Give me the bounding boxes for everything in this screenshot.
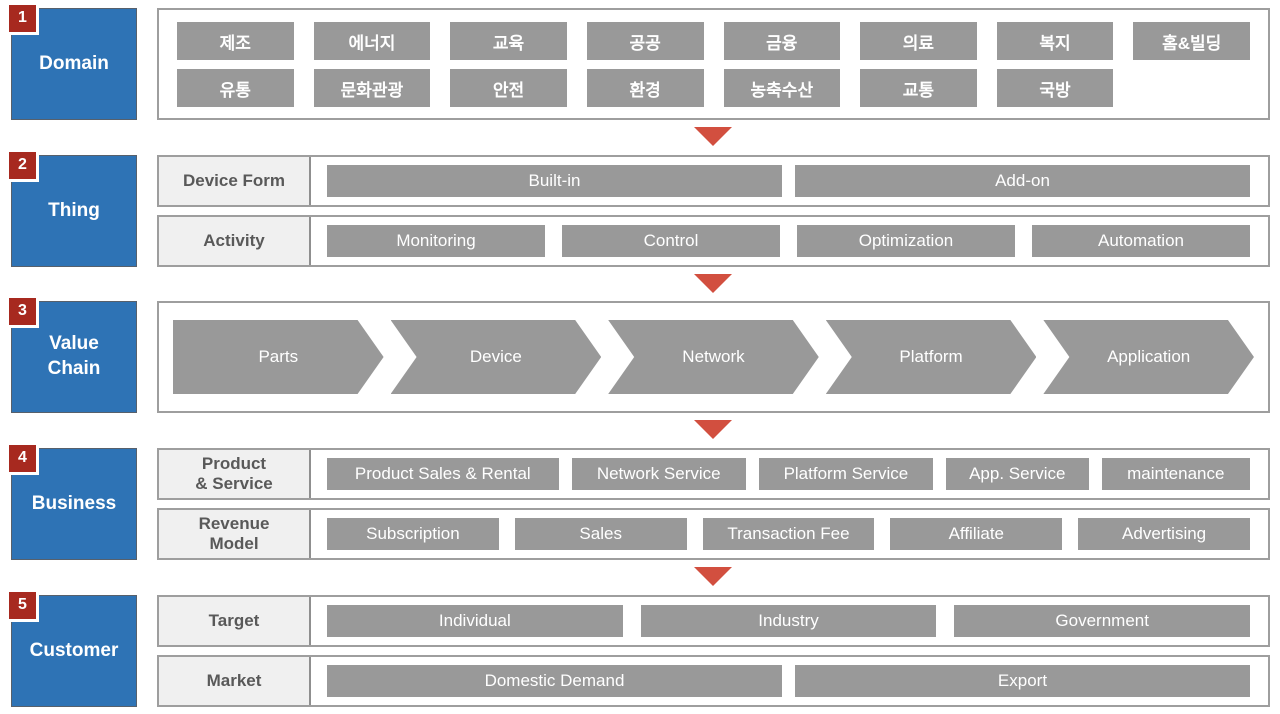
chevron-step: Application [1043,320,1254,394]
revenue-model-label: Revenue Model [159,510,311,558]
business-item: Platform Service [758,458,934,490]
revenue-model-panel: Revenue Model Subscription Sales Transac… [157,508,1270,560]
thing-item: Monitoring [327,225,545,257]
product-service-panel: Product & Service Product Sales & Rental… [157,448,1270,500]
value-chain-side-label: 3 Value Chain [9,298,137,413]
thing-item: Automation [1032,225,1250,257]
section-number-badge: 4 [9,445,39,475]
section-thing: 2 Thing Device Form Built-in Add-on Acti… [0,152,1280,267]
product-service-items: Product Sales & Rental Network Service P… [311,450,1268,498]
business-item: Affiliate [890,518,1063,550]
thing-side-label: 2 Thing [9,152,137,267]
domain-item: 제조 [177,22,294,60]
business-item: Product Sales & Rental [327,458,559,490]
business-item: Subscription [327,518,499,550]
thing-item: Control [562,225,780,257]
domain-item: 금융 [723,22,841,60]
section-number-badge: 2 [9,152,39,182]
badge-number: 5 [18,596,27,614]
down-arrow-icon [694,420,732,439]
section-number-badge: 1 [9,5,39,35]
section-number-badge: 3 [9,298,39,328]
chevron-step: Parts [173,320,384,394]
thing-item: Add-on [795,165,1250,197]
domain-grid: 제조 에너지 교육 공공 금융 의료 복지 홈&빌딩 유통 문화관광 안전 환경… [159,10,1268,118]
badge-number: 2 [18,156,27,174]
domain-item: 환경 [586,69,704,107]
activity-items: Monitoring Control Optimization Automati… [311,217,1268,265]
target-label: Target [159,597,311,645]
domain-item: 복지 [996,22,1114,60]
side-title: Customer [29,639,119,661]
side-title: Chain [47,358,101,379]
domain-side-label: 1 Domain [9,5,137,120]
section-domain: 1 Domain 제조 에너지 교육 공공 금융 의료 복지 홈&빌딩 유통 문… [0,5,1280,120]
section-value-chain: 3 Value Chain Parts Device Network Platf… [0,298,1280,413]
domain-item: 에너지 [313,22,431,60]
chevron-step: Device [391,320,602,394]
down-arrow-icon [694,567,732,586]
value-chain-panel: Parts Device Network Platform Applicatio… [157,301,1270,413]
customer-item: Government [954,605,1251,637]
product-service-label: Product & Service [159,450,311,498]
customer-item: Individual [327,605,623,637]
side-title: Business [31,492,117,514]
customer-item: Export [795,665,1250,697]
section-number-badge: 5 [9,592,39,622]
business-side-label: 4 Business [9,445,137,560]
domain-item: 교통 [860,69,977,107]
device-form-panel: Device Form Built-in Add-on [157,155,1270,207]
domain-panel: 제조 에너지 교육 공공 금융 의료 복지 홈&빌딩 유통 문화관광 안전 환경… [157,8,1270,120]
target-panel: Target Individual Industry Government [157,595,1270,647]
business-item: maintenance [1101,458,1251,490]
activity-label: Activity [159,217,311,265]
device-form-label: Device Form [159,157,311,205]
business-item: Transaction Fee [702,518,875,550]
domain-item: 유통 [177,69,294,107]
side-title: Thing [48,199,100,221]
domain-item: 문화관광 [313,69,431,107]
down-arrow-icon [694,274,732,293]
badge-number: 1 [18,9,27,27]
target-items: Individual Industry Government [311,597,1268,645]
device-form-items: Built-in Add-on [311,157,1268,205]
business-item: Advertising [1078,518,1250,550]
down-arrow-icon [694,127,732,146]
business-item: App. Service [946,458,1089,490]
section-business: 4 Business Product & Service Product Sal… [0,445,1280,560]
domain-item: 홈&빌딩 [1133,22,1250,60]
domain-item: 공공 [586,22,704,60]
revenue-model-items: Subscription Sales Transaction Fee Affil… [311,510,1268,558]
thing-item: Built-in [327,165,782,197]
business-item: Sales [514,518,687,550]
business-item: Network Service [571,458,746,490]
value-chain-arrows: Parts Device Network Platform Applicatio… [159,303,1268,411]
domain-item: 교육 [450,22,567,60]
section-customer: 5 Customer Target Individual Industry Go… [0,592,1280,707]
domain-item: 농축수산 [723,69,841,107]
domain-item: 안전 [450,69,567,107]
market-panel: Market Domestic Demand Export [157,655,1270,707]
customer-item: Industry [640,605,937,637]
chevron-step: Network [608,320,819,394]
customer-item: Domestic Demand [327,665,782,697]
side-title: Value [49,333,99,355]
chevron-step: Platform [826,320,1037,394]
domain-item: 의료 [860,22,977,60]
market-items: Domestic Demand Export [311,657,1268,705]
activity-panel: Activity Monitoring Control Optimization… [157,215,1270,267]
badge-number: 3 [18,302,27,320]
badge-number: 4 [18,449,27,467]
side-title: Domain [39,52,109,74]
thing-item: Optimization [797,225,1015,257]
domain-item: 국방 [996,69,1114,107]
customer-side-label: 5 Customer [9,592,137,707]
market-label: Market [159,657,311,705]
